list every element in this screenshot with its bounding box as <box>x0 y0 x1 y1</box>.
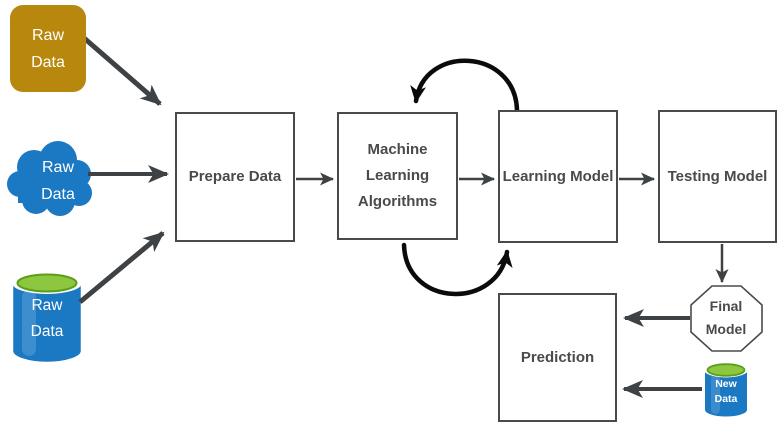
ml-algorithms-label: Machine Learning Algorithms <box>357 141 438 210</box>
final-model-label: Final Model <box>705 298 747 337</box>
testing-model-label: Testing Model <box>667 167 768 185</box>
raw-data-cloud-label: Raw Data <box>41 159 75 203</box>
raw-data-database-label: Raw Data <box>30 297 64 340</box>
prepare-data-label: Prepare Data <box>188 168 282 185</box>
learning-model-label: Learning Model <box>502 167 614 185</box>
octagon-shape <box>690 285 763 352</box>
cloud-shape <box>7 141 92 216</box>
new-data-cylinder-shape <box>703 362 749 419</box>
loop-arc-bottom <box>401 242 513 297</box>
prediction-label: Prediction <box>520 348 595 366</box>
prepare-data-node: Prepare Data <box>175 112 295 242</box>
edge-raw-db-to-prepare <box>78 231 165 304</box>
new-data-label: New Data <box>714 377 738 406</box>
prediction-node: Prediction <box>498 293 617 422</box>
raw-data-box-label: Raw Data <box>31 26 65 71</box>
loop-arc-top <box>410 58 520 113</box>
ml-algorithms-node: Machine Learning Algorithms <box>337 112 458 240</box>
learning-model-node: Learning Model <box>498 110 618 243</box>
edge-raw-box-to-prepare <box>82 36 162 106</box>
raw-data-box: Raw Data <box>10 5 86 92</box>
testing-model-node: Testing Model <box>658 110 777 243</box>
database-cylinder-shape <box>10 272 84 365</box>
